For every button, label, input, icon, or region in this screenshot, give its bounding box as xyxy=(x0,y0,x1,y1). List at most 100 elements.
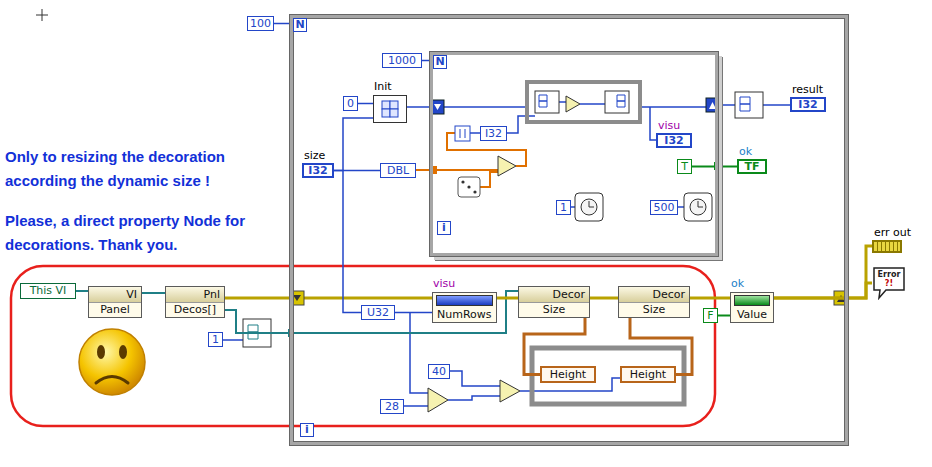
terminal-type: TF xyxy=(739,161,765,172)
indicator-terminal: resultI32 xyxy=(790,97,826,112)
array-cell xyxy=(390,109,398,117)
indicator-terminal: okTF xyxy=(737,159,767,174)
constant-value: 28 xyxy=(381,400,403,413)
numeric-constant: 0 xyxy=(343,96,358,111)
numeric-constant: 500 xyxy=(650,200,678,215)
iteration-terminal: i xyxy=(437,221,451,235)
conversion-node: I32 xyxy=(480,126,507,141)
numeric-constant: 28 xyxy=(380,399,404,414)
count-terminal: N xyxy=(293,18,307,32)
wire xyxy=(718,315,730,317)
conversion-node: DBL xyxy=(380,163,416,178)
constant-value: I32 xyxy=(481,127,506,140)
terminal-type: I32 xyxy=(792,99,824,110)
wire xyxy=(395,312,432,314)
error-indicator: err out xyxy=(872,240,902,253)
element-name: Height xyxy=(622,368,674,381)
constant-value: U32 xyxy=(362,306,394,319)
wire xyxy=(422,60,430,62)
element-name: Height xyxy=(542,368,594,381)
constant-value: 100 xyxy=(248,17,273,30)
array-cell xyxy=(382,109,390,117)
header-graphic xyxy=(734,295,770,306)
wire xyxy=(274,23,290,25)
numeric-constant: 1 xyxy=(556,200,571,215)
constant-value: F xyxy=(704,309,717,322)
count-terminal: N xyxy=(433,55,447,69)
wire xyxy=(334,171,361,313)
terminal-label: visu xyxy=(658,119,680,133)
terminal-label: err out xyxy=(874,226,911,240)
vi-reference: This VI xyxy=(20,283,76,299)
property-name: Size xyxy=(519,303,589,317)
highlight-frame xyxy=(11,266,715,426)
property-name: Panel xyxy=(89,303,141,317)
wire xyxy=(692,166,737,168)
error-handler: Error?! xyxy=(872,266,906,300)
property-node: PnlDecos[] xyxy=(165,286,225,318)
property-class: Decor xyxy=(619,287,689,303)
property-node: okValue xyxy=(730,292,774,323)
annotation-note: Please, a direct property Node for decor… xyxy=(5,209,289,257)
unbundle-element: Height xyxy=(540,366,596,383)
wire xyxy=(590,297,618,300)
constant-value: 40 xyxy=(429,365,449,378)
constant-value: DBL xyxy=(381,164,415,177)
for-loop: NiI321500visuI32T xyxy=(430,52,718,256)
constant-value: 1000 xyxy=(383,54,421,67)
property-node: VIPanel xyxy=(88,286,142,318)
for-loop: NiNiI321500visuI32T10000InitsizeI32DBLre… xyxy=(290,15,848,445)
error-text: Error xyxy=(872,270,906,279)
boolean-constant: F xyxy=(703,308,718,323)
numeric-constant: 1 xyxy=(208,332,223,347)
wire xyxy=(142,292,165,294)
numeric-constant: 1000 xyxy=(382,53,422,68)
constant-value: 500 xyxy=(651,201,677,214)
iteration-terminal: i xyxy=(300,423,314,437)
property-name: Decos[] xyxy=(166,303,224,317)
header-graphic xyxy=(436,295,493,306)
terminal-type: I32 xyxy=(304,165,332,176)
numeric-constant: 100 xyxy=(247,16,274,31)
control-terminal: sizeI32 xyxy=(302,163,334,178)
node-label: ok xyxy=(731,277,744,291)
annotation-note: Only to resizing the decoration accordin… xyxy=(5,145,289,193)
boolean-constant: T xyxy=(677,159,692,174)
wire xyxy=(774,246,872,298)
array-cell xyxy=(390,101,398,109)
sad-smiley xyxy=(79,329,145,395)
terminal-label: result xyxy=(792,83,823,97)
conversion-node: U32 xyxy=(361,305,395,320)
array-cell xyxy=(382,101,390,109)
wire xyxy=(774,283,872,298)
initialize-array: Init xyxy=(373,95,407,123)
wire xyxy=(690,297,730,300)
numeric-constant: 40 xyxy=(428,364,450,379)
array-icon xyxy=(374,96,406,122)
property-name: Value xyxy=(731,308,773,322)
property-node: DecorSize xyxy=(618,286,690,318)
indicator-terminal: visuI32 xyxy=(656,133,692,148)
property-name: Size xyxy=(619,303,689,317)
constant-value: 1 xyxy=(209,333,222,346)
cursor-cross xyxy=(36,9,48,21)
property-name: NumRows xyxy=(433,308,496,322)
constant-value: T xyxy=(678,160,691,173)
wire xyxy=(497,297,518,300)
function-label: Init xyxy=(374,80,392,94)
property-node: visuNumRows xyxy=(432,292,497,323)
terminal-type: I32 xyxy=(658,135,690,146)
terminal-label: ok xyxy=(739,145,752,159)
property-node: DecorSize xyxy=(518,286,590,318)
bundle-element: Height xyxy=(620,366,676,383)
error-mark: ?! xyxy=(872,279,906,288)
terminal-label: size xyxy=(304,149,325,163)
function-icons xyxy=(243,82,848,412)
constant-value: 0 xyxy=(344,97,357,110)
constant-value: 1 xyxy=(557,201,570,214)
property-class: VI xyxy=(89,287,141,303)
property-class: Decor xyxy=(519,287,589,303)
wire xyxy=(76,290,88,292)
